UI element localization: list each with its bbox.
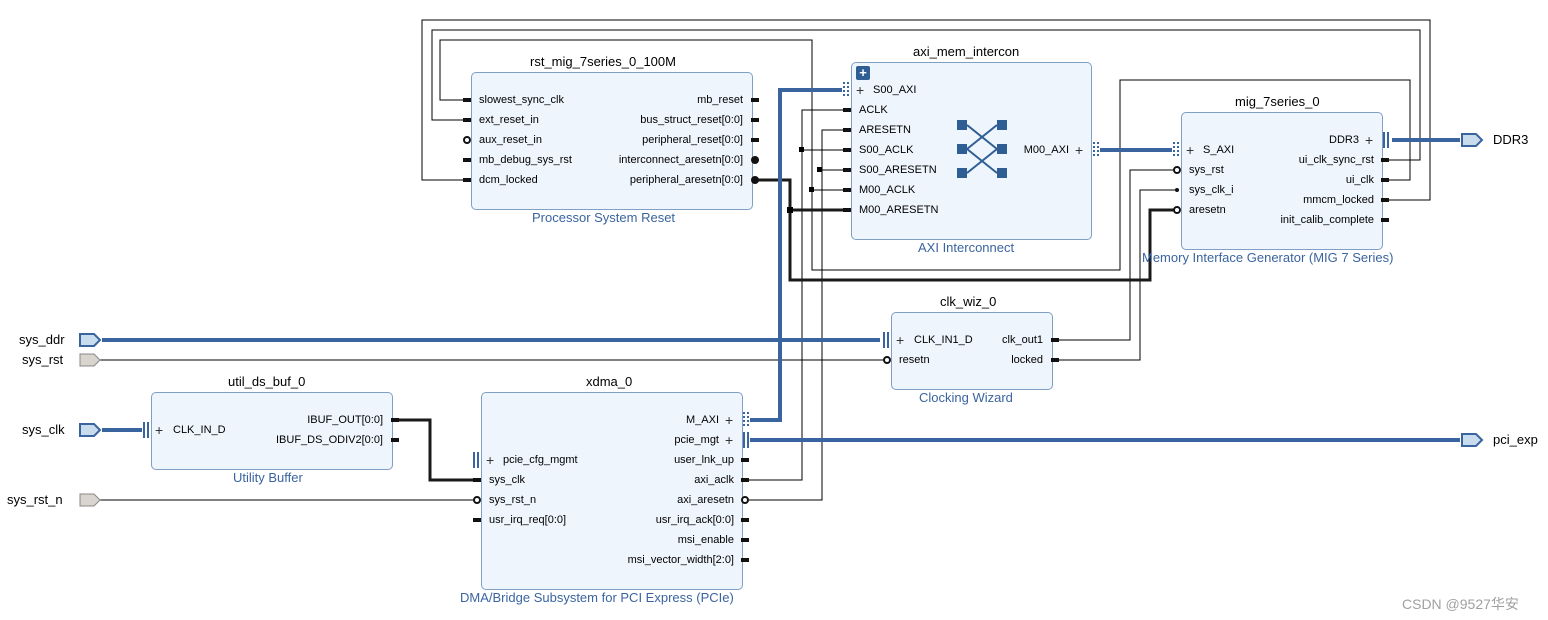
- rst-block-subtitle: Processor System Reset: [532, 210, 676, 225]
- ext-port-sys-rst[interactable]: sys_rst: [22, 352, 64, 367]
- plus-icon[interactable]: +: [856, 82, 865, 98]
- port-s00-aresetn[interactable]: S00_ARESETN: [859, 164, 937, 176]
- port-peripheral-reset[interactable]: peripheral_reset[0:0]: [642, 134, 743, 146]
- port-ibuf-out[interactable]: IBUF_OUT[0:0]: [307, 414, 383, 426]
- plus-icon[interactable]: +: [486, 452, 495, 468]
- axi-block-subtitle: AXI Interconnect: [918, 240, 1015, 255]
- port-resetn[interactable]: resetn: [899, 354, 930, 366]
- ddr3-port-shape: [1461, 133, 1484, 147]
- port-bus-struct-reset[interactable]: bus_struct_reset[0:0]: [640, 114, 743, 126]
- port-ibuf-ds-odiv2[interactable]: IBUF_DS_ODIV2[0:0]: [276, 434, 383, 446]
- port-slowest-sync-clk[interactable]: slowest_sync_clk: [479, 94, 564, 106]
- buf-block-title: util_ds_buf_0: [228, 374, 306, 389]
- ext-port-sys-rst-n[interactable]: sys_rst_n: [7, 492, 63, 507]
- clocking-wizard-block[interactable]: [891, 312, 1053, 390]
- xdma-block-title: xdma_0: [586, 374, 633, 389]
- plus-icon[interactable]: +: [155, 422, 164, 438]
- ext-port-sys-clk[interactable]: sys_clk: [22, 422, 65, 437]
- port-ui-clk-sync-rst[interactable]: ui_clk_sync_rst: [1298, 154, 1374, 166]
- port-s00-axi[interactable]: S00_AXI: [873, 84, 917, 96]
- port-aux-reset-in[interactable]: aux_reset_in: [479, 134, 542, 146]
- port-ui-clk[interactable]: ui_clk: [1345, 174, 1374, 186]
- mig-block[interactable]: [1181, 112, 1383, 250]
- utility-buffer-block[interactable]: [151, 392, 393, 470]
- mig-block-title: mig_7series_0: [1235, 94, 1320, 109]
- rst-block-title: rst_mig_7series_0_100M: [530, 54, 676, 69]
- port-user-lnk-up[interactable]: user_lnk_up: [674, 454, 734, 466]
- port-pcie-cfg-mgmt[interactable]: pcie_cfg_mgmt: [503, 454, 578, 466]
- port-s-axi[interactable]: S_AXI: [1203, 144, 1235, 156]
- port-dcm-locked[interactable]: dcm_locked: [479, 174, 538, 186]
- port-init-calib-complete[interactable]: init_calib_complete: [1280, 214, 1374, 226]
- clk-block-subtitle: Clocking Wizard: [919, 390, 1013, 405]
- sys-ddr-port-shape: [79, 333, 102, 347]
- port-ext-reset-in[interactable]: ext_reset_in: [479, 114, 539, 126]
- port-msi-enable[interactable]: msi_enable: [677, 534, 734, 546]
- crossbar-icon: [957, 120, 1007, 178]
- port-locked[interactable]: locked: [1011, 354, 1043, 366]
- port-sys-clk[interactable]: sys_clk: [489, 474, 526, 486]
- port-m00-axi[interactable]: M00_AXI: [1023, 144, 1069, 156]
- plus-icon[interactable]: +: [1075, 142, 1084, 158]
- port-m00-aclk[interactable]: M00_ACLK: [859, 184, 916, 196]
- axi-block-title: axi_mem_intercon: [913, 44, 1020, 59]
- buf-block-subtitle: Utility Buffer: [233, 470, 303, 485]
- port-axi-aresetn[interactable]: axi_aresetn: [677, 494, 734, 506]
- port-usr-irq-ack[interactable]: usr_irq_ack[0:0]: [655, 514, 734, 526]
- pci-exp-port-shape: [1461, 433, 1484, 447]
- sys-clk-port-shape: [79, 423, 102, 437]
- sys-rst-port-shape: [79, 353, 101, 367]
- mig-block-subtitle: Memory Interface Generator (MIG 7 Series…: [1142, 250, 1394, 265]
- port-aclk[interactable]: ACLK: [859, 104, 888, 116]
- port-sys-rst-n[interactable]: sys_rst_n: [489, 494, 537, 506]
- port-s00-aclk[interactable]: S00_ACLK: [859, 144, 914, 156]
- port-clk-in1-d[interactable]: CLK_IN1_D: [914, 334, 973, 346]
- ext-port-pci-exp[interactable]: pci_exp: [1493, 432, 1538, 447]
- port-mb-debug-sys-rst[interactable]: mb_debug_sys_rst: [479, 154, 572, 166]
- watermark: CSDN @9527华安: [1402, 596, 1519, 612]
- ext-port-sys-ddr[interactable]: sys_ddr: [19, 332, 65, 347]
- port-aresetn[interactable]: aresetn: [1189, 204, 1226, 216]
- plus-icon[interactable]: +: [725, 432, 734, 448]
- plus-icon[interactable]: +: [1186, 142, 1195, 158]
- port-sys-clk-i[interactable]: sys_clk_i: [1189, 184, 1234, 196]
- clk-block-title: clk_wiz_0: [940, 294, 997, 309]
- port-axi-aclk[interactable]: axi_aclk: [694, 474, 734, 486]
- plus-icon[interactable]: +: [896, 332, 905, 348]
- port-peripheral-aresetn[interactable]: peripheral_aresetn[0:0]: [629, 174, 743, 186]
- port-mmcm-locked[interactable]: mmcm_locked: [1303, 194, 1374, 206]
- sys-rst-n-port-shape: [79, 493, 101, 507]
- ext-port-ddr3[interactable]: DDR3: [1493, 132, 1529, 147]
- port-m-axi[interactable]: M_AXI: [685, 414, 719, 426]
- port-clk-out1[interactable]: clk_out1: [1002, 334, 1043, 346]
- port-usr-irq-req[interactable]: usr_irq_req[0:0]: [489, 514, 567, 526]
- port-pcie-mgt[interactable]: pcie_mgt: [674, 434, 719, 446]
- port-msi-vector-width[interactable]: msi_vector_width[2:0]: [627, 554, 734, 566]
- port-aresetn[interactable]: ARESETN: [859, 124, 911, 136]
- xdma-block-subtitle: DMA/Bridge Subsystem for PCI Express (PC…: [460, 590, 734, 605]
- expand-icon[interactable]: +: [856, 66, 870, 80]
- xdma-block[interactable]: [481, 392, 743, 590]
- port-interconnect-aresetn[interactable]: interconnect_aresetn[0:0]: [618, 154, 743, 166]
- port-clk-in-d[interactable]: CLK_IN_D: [173, 424, 226, 436]
- port-mb-reset[interactable]: mb_reset: [697, 94, 743, 106]
- port-m00-aresetn[interactable]: M00_ARESETN: [859, 204, 939, 216]
- plus-icon[interactable]: +: [725, 412, 734, 428]
- processor-system-reset-block[interactable]: [471, 72, 753, 210]
- port-ddr3[interactable]: DDR3: [1329, 134, 1359, 146]
- axi-interconnect-block[interactable]: [851, 62, 1092, 240]
- port-sys-rst[interactable]: sys_rst: [1189, 164, 1224, 176]
- plus-icon[interactable]: +: [1365, 132, 1374, 148]
